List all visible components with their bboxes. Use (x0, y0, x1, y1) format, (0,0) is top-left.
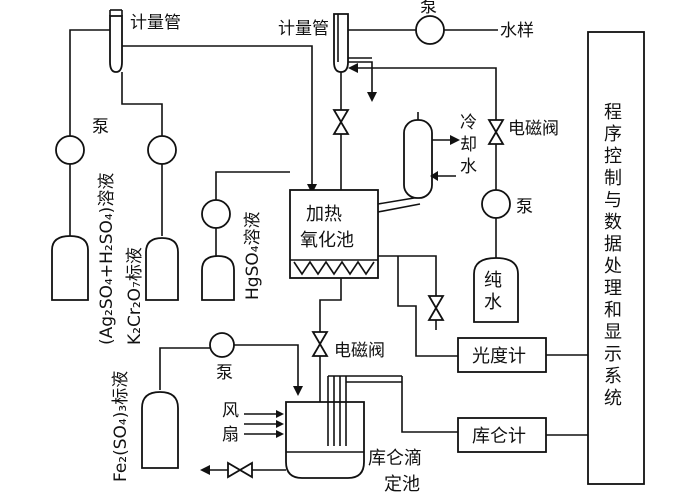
reagent-bottle-hgso4 (201, 255, 235, 301)
coulometer-label: 库仑计 (472, 426, 526, 447)
heating-pool-label-2: 氧化池 (300, 230, 354, 251)
valve-meter-outlet (332, 109, 350, 135)
water-sample-label: 水样 (500, 21, 534, 41)
cooling-water-label-3: 水 (460, 157, 477, 177)
solenoid-valve-mid-label: 电磁阀 (334, 341, 385, 361)
reagent-fe-label: Fe₂(SO₄)₃标液 (111, 371, 131, 482)
fan-label-1: 风 (222, 401, 239, 421)
pump-top (415, 15, 445, 45)
reagent-bottle-fe (141, 391, 179, 469)
valve-tank-drain (227, 461, 253, 479)
pump-bottom-label: 泵 (216, 363, 233, 383)
fan-label-2: 扇 (222, 425, 239, 445)
photometer-box (457, 337, 547, 373)
pure-water-label-2: 水 (484, 292, 502, 313)
solenoid-valve-mid (311, 331, 329, 357)
cooling-water-label-1: 冷 (460, 113, 477, 133)
coulometric-tank (285, 401, 365, 479)
svg-text:系: 系 (604, 366, 622, 387)
pump-right (481, 189, 511, 219)
pump-bottom (209, 332, 235, 358)
solenoid-valve-top-label: 电磁阀 (508, 119, 559, 139)
pump-right-label: 泵 (516, 197, 533, 217)
heating-oxidation-pool (289, 189, 379, 279)
svg-text:示: 示 (604, 344, 622, 365)
heating-pool-label-1: 加热 (306, 204, 342, 225)
pump-left-label: 泵 (92, 117, 109, 137)
coulometer-box (457, 417, 547, 453)
meter-tube-left (109, 9, 123, 73)
svg-text:处: 处 (604, 256, 622, 277)
cooling-water-label-2: 却 (460, 135, 477, 155)
heating-coil (290, 259, 378, 276)
pure-water-bottle (473, 257, 519, 323)
svg-text:数: 数 (604, 212, 622, 233)
control-system-box (587, 31, 645, 485)
solenoid-valve-top (487, 119, 505, 145)
svg-text:控: 控 (604, 146, 622, 167)
pump-k2cr2o7 (147, 135, 177, 165)
reagent-hgso4-label: HgSO₄溶液 (243, 211, 263, 300)
fan-arrows (244, 410, 284, 438)
control-system-label: 程 序 控 制 与 数 据 处 理 和 显 示 系 统 (604, 102, 622, 409)
meter-tube-right-label: 计量管 (278, 19, 329, 39)
photometer-label: 光度计 (472, 346, 526, 367)
meter-tube-right (333, 13, 349, 73)
pure-water-label-1: 纯 (484, 270, 502, 291)
pump-top-label: 泵 (420, 0, 437, 17)
reagent-k2cr2o7-label: K₂Cr₂O₇标液 (125, 247, 145, 345)
svg-text:与: 与 (604, 190, 622, 211)
svg-text:显: 显 (604, 322, 622, 343)
svg-text:理: 理 (604, 278, 622, 299)
svg-text:程: 程 (604, 102, 622, 123)
svg-text:据: 据 (604, 234, 622, 255)
meter-tube-left-label: 计量管 (130, 13, 181, 33)
reagent-ag-label: (Ag₂SO₄+H₂SO₄)溶液 (97, 173, 117, 345)
reagent-bottle-ag (51, 235, 89, 301)
pump-left (55, 135, 85, 165)
valve-pool-drain (427, 295, 445, 321)
svg-text:统: 统 (604, 388, 622, 409)
tank-label-2: 定池 (384, 474, 420, 495)
reagent-bottle-k2cr2o7 (145, 237, 179, 301)
condenser (403, 112, 460, 199)
tank-label-1: 库仑滴 (368, 448, 422, 469)
svg-text:和: 和 (604, 300, 622, 321)
electrodes (327, 375, 402, 446)
pump-hgso4 (201, 199, 231, 229)
svg-text:序: 序 (604, 124, 622, 145)
svg-text:制: 制 (604, 168, 622, 189)
